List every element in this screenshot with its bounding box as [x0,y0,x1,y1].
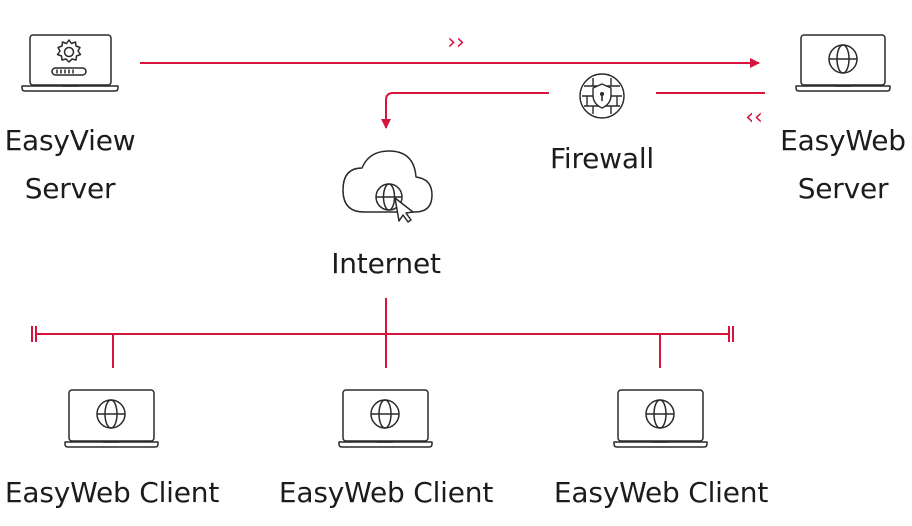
client-label-1-text: EasyWeb Client [4,476,220,509]
client-laptop-icon-2 [338,389,433,448]
connector-lines [31,58,765,368]
client-label-2: EasyWeb Client [273,469,499,517]
globe-icon [96,399,126,429]
easyweb-server-label: EasyWeb Server [774,117,912,213]
cloud-globe-cursor-icon [342,150,433,223]
firewall-label-text: Firewall [550,142,654,175]
cursor-icon [394,197,414,223]
gear-icon [56,39,82,63]
bus-endcap-right [728,326,734,342]
return-flow-marker: ‹‹ [745,105,763,130]
forward-flow-marker: ›› [447,30,465,55]
easyweb-server-label-line2: Server [797,172,889,205]
internet-label: Internet [316,240,456,288]
client-laptop-icon-3 [613,389,708,448]
internet-label-text: Internet [331,247,441,280]
easyweb-server-laptop-icon [795,34,891,92]
easyview-server-laptop-icon [21,34,119,92]
globe-icon [828,44,858,74]
client-label-2-text: EasyWeb Client [278,476,494,509]
easyweb-server-label-line1: EasyWeb [780,124,906,157]
client-laptop-icon-1 [64,389,159,448]
firewall-shield-icon [579,73,625,119]
progress-bar-icon [51,67,87,76]
client-label-1: EasyWeb Client [0,469,224,517]
globe-icon [645,399,675,429]
client-label-3-text: EasyWeb Client [553,476,769,509]
easyview-server-label-line2: Server [24,172,116,205]
return-flow-line-left [381,92,549,129]
bus-endcap-left [31,326,37,342]
easyview-server-label-line1: EasyView [4,124,136,157]
firewall-label: Firewall [532,135,672,183]
easyview-server-label: EasyView Server [0,117,140,213]
client-label-3: EasyWeb Client [548,469,774,517]
globe-icon [370,399,400,429]
